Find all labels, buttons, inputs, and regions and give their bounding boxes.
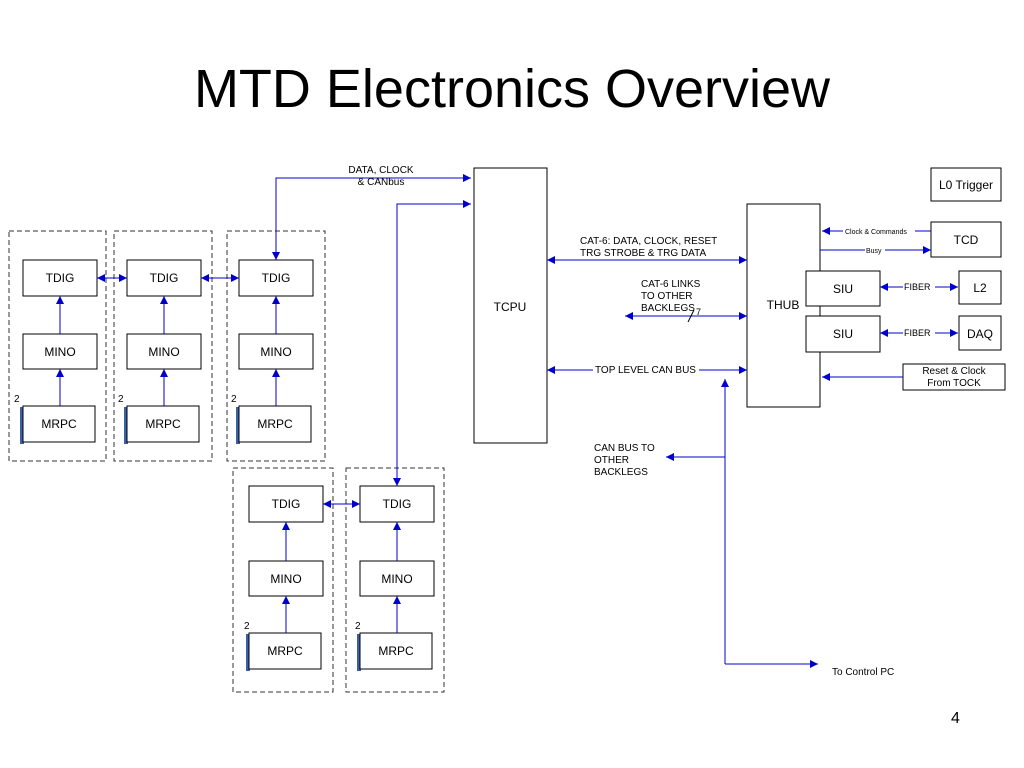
mrpc-multiplicity: 2 xyxy=(14,394,20,405)
l2-box xyxy=(958,270,1002,305)
daq-label: DAQ xyxy=(967,327,993,341)
fiber-label-bg xyxy=(903,282,935,292)
tdig-to-tcpu-arrow xyxy=(272,174,471,260)
fiber-label-bg-2 xyxy=(903,328,935,338)
mrpc-box xyxy=(359,632,433,670)
mrpc-multiplicity: 2 xyxy=(355,621,361,632)
mrpc-box xyxy=(248,632,322,670)
mrpc-multiplicity: 2 xyxy=(244,621,250,632)
siu-label-2: SIU xyxy=(833,327,853,341)
mino-label: MINO xyxy=(381,572,412,586)
mrpc-box xyxy=(126,405,200,443)
tdig-label: TDIG xyxy=(150,271,179,285)
tcpu-label: TCPU xyxy=(494,300,527,314)
to-control-pc-label: To Control PC xyxy=(832,667,894,678)
mrpc-shadow xyxy=(124,407,128,444)
mrpc-multiplicity: 2 xyxy=(118,394,124,405)
cat6-links-label-3: BACKLEGS xyxy=(641,303,695,314)
top-can-label: TOP LEVEL CAN BUS xyxy=(595,365,696,376)
mrpc-label: MRPC xyxy=(257,417,293,431)
cat6-count-label: 7 xyxy=(696,307,701,317)
tcd-box xyxy=(930,221,1002,258)
slide-title: MTD Electronics Overview xyxy=(193,59,831,119)
mrpc-label: MRPC xyxy=(378,644,414,658)
tdig-label: TDIG xyxy=(272,497,301,511)
mino-label: MINO xyxy=(44,345,75,359)
module-group-2: TDIG MINO MRPC 2 xyxy=(113,230,213,462)
can-other-label-2: OTHER xyxy=(594,455,629,466)
mrpc-label: MRPC xyxy=(41,417,77,431)
fiber-label-2: FIBER xyxy=(904,328,931,338)
module-group-1: TDIG MINO MRPC 2 xyxy=(8,230,107,462)
tdig-label: TDIG xyxy=(262,271,291,285)
l0-trigger-box xyxy=(930,167,1002,202)
mrpc-shadow xyxy=(236,407,240,444)
clock-commands-label: Clock & Commands xyxy=(845,229,907,236)
reset-clock-label-2: From TOCK xyxy=(927,378,981,389)
module-group-4: TDIG MINO MRPC 2 xyxy=(232,467,334,693)
tdig-label: TDIG xyxy=(46,271,75,285)
daq-box xyxy=(958,315,1002,351)
cat6-links-label-2: TO OTHER xyxy=(641,291,692,302)
tdig-box xyxy=(22,259,98,297)
cable-count-slash xyxy=(687,309,695,323)
data-clock-label: DATA, CLOCK xyxy=(348,165,414,176)
mrpc-box xyxy=(238,405,312,443)
mrpc-label: MRPC xyxy=(145,417,181,431)
l0-trigger-label: L0 Trigger xyxy=(939,178,993,192)
siu-box xyxy=(805,270,881,307)
top-can-label-bg xyxy=(593,364,699,376)
mino-label: MINO xyxy=(260,345,291,359)
module-group-border xyxy=(232,467,334,693)
tdig-box xyxy=(238,259,314,297)
reset-clock-label-1: Reset & Clock xyxy=(922,366,986,377)
module-group-5: TDIG MINO MRPC 2 xyxy=(345,467,445,693)
mino-box xyxy=(248,560,324,597)
thub-label: THUB xyxy=(767,298,800,312)
tcd-label: TCD xyxy=(954,233,979,247)
mrpc-box xyxy=(22,405,96,443)
cat6-data-label-2: TRG STROBE & TRG DATA xyxy=(580,248,706,259)
mrpc-shadow xyxy=(20,407,24,444)
fiber-label: FIBER xyxy=(904,282,931,292)
mrpc-multiplicity: 2 xyxy=(231,394,237,405)
siu-box-2 xyxy=(805,315,881,353)
mrpc-shadow xyxy=(357,634,361,671)
can-other-label-3: BACKLEGS xyxy=(594,467,648,478)
mino-label: MINO xyxy=(148,345,179,359)
cat6-links-label-1: CAT-6 LINKS xyxy=(641,279,701,290)
mino-box xyxy=(359,560,435,597)
mrpc-label: MRPC xyxy=(267,644,303,658)
tdig-label: TDIG xyxy=(383,497,412,511)
mino-label: MINO xyxy=(270,572,301,586)
can-other-label-1: CAN BUS TO xyxy=(594,443,655,454)
tdig-box xyxy=(248,485,324,523)
busy-label: Busy xyxy=(866,248,882,255)
clock-commands-label-bg xyxy=(843,226,915,235)
module-group-3: TDIG MINO MRPC 2 xyxy=(226,230,326,462)
module-group-border xyxy=(8,230,107,462)
l2-label: L2 xyxy=(973,281,987,295)
mrpc-shadow xyxy=(246,634,250,671)
data-clock-label-2: & CANbus xyxy=(358,177,405,188)
tdig-to-tcpu-arrow-2 xyxy=(393,200,471,486)
tcpu-box xyxy=(473,167,548,444)
module-group-border xyxy=(113,230,213,462)
page-number: 4 xyxy=(951,710,960,727)
cat6-data-label-1: CAT-6: DATA, CLOCK, RESET xyxy=(580,236,717,247)
siu-label: SIU xyxy=(833,282,853,296)
busy-label-bg xyxy=(865,245,885,254)
